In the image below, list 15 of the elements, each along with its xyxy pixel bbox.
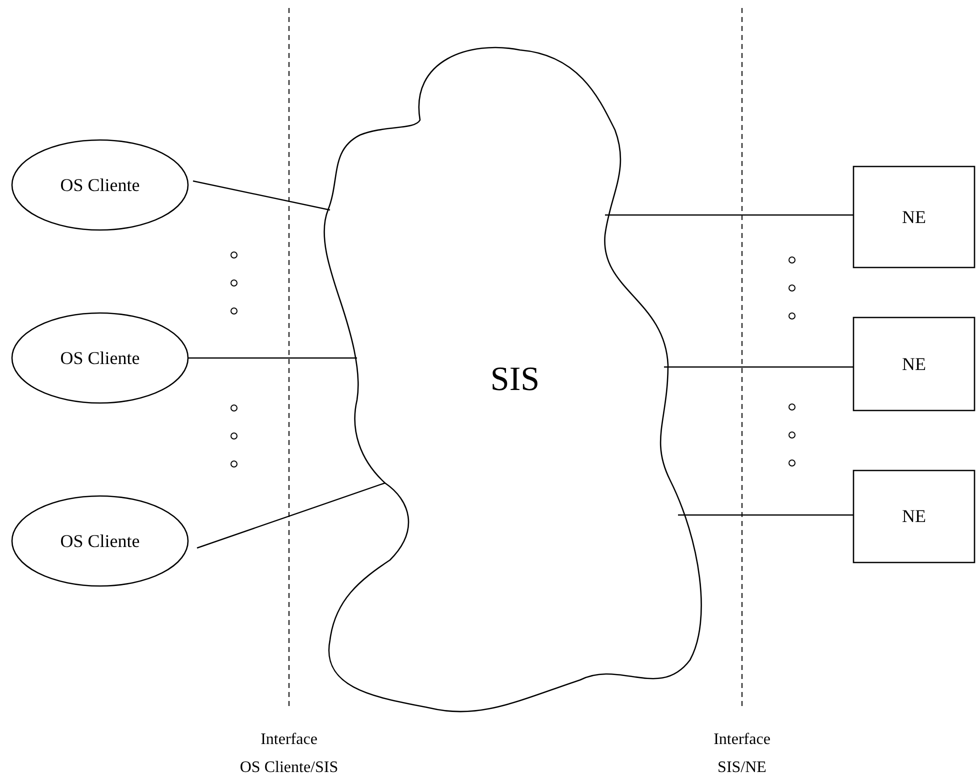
connector-line <box>664 366 853 368</box>
connector-line <box>605 214 853 216</box>
interface-label: Interface OS Cliente/SIS <box>238 730 340 778</box>
node-label: NE <box>902 206 926 228</box>
node-label: OS Cliente <box>60 348 140 368</box>
connector-line <box>192 180 330 211</box>
interface-label: Interface SIS/NE <box>712 730 772 778</box>
node-label: OS Cliente <box>60 530 140 552</box>
node-label: NE <box>902 506 926 527</box>
node-label: OS Cliente <box>60 174 140 196</box>
connector-line <box>188 357 357 359</box>
connector-line <box>196 482 386 549</box>
node-label: SIS <box>490 361 540 399</box>
node-label: NE <box>902 354 926 374</box>
connector-line <box>678 514 853 516</box>
